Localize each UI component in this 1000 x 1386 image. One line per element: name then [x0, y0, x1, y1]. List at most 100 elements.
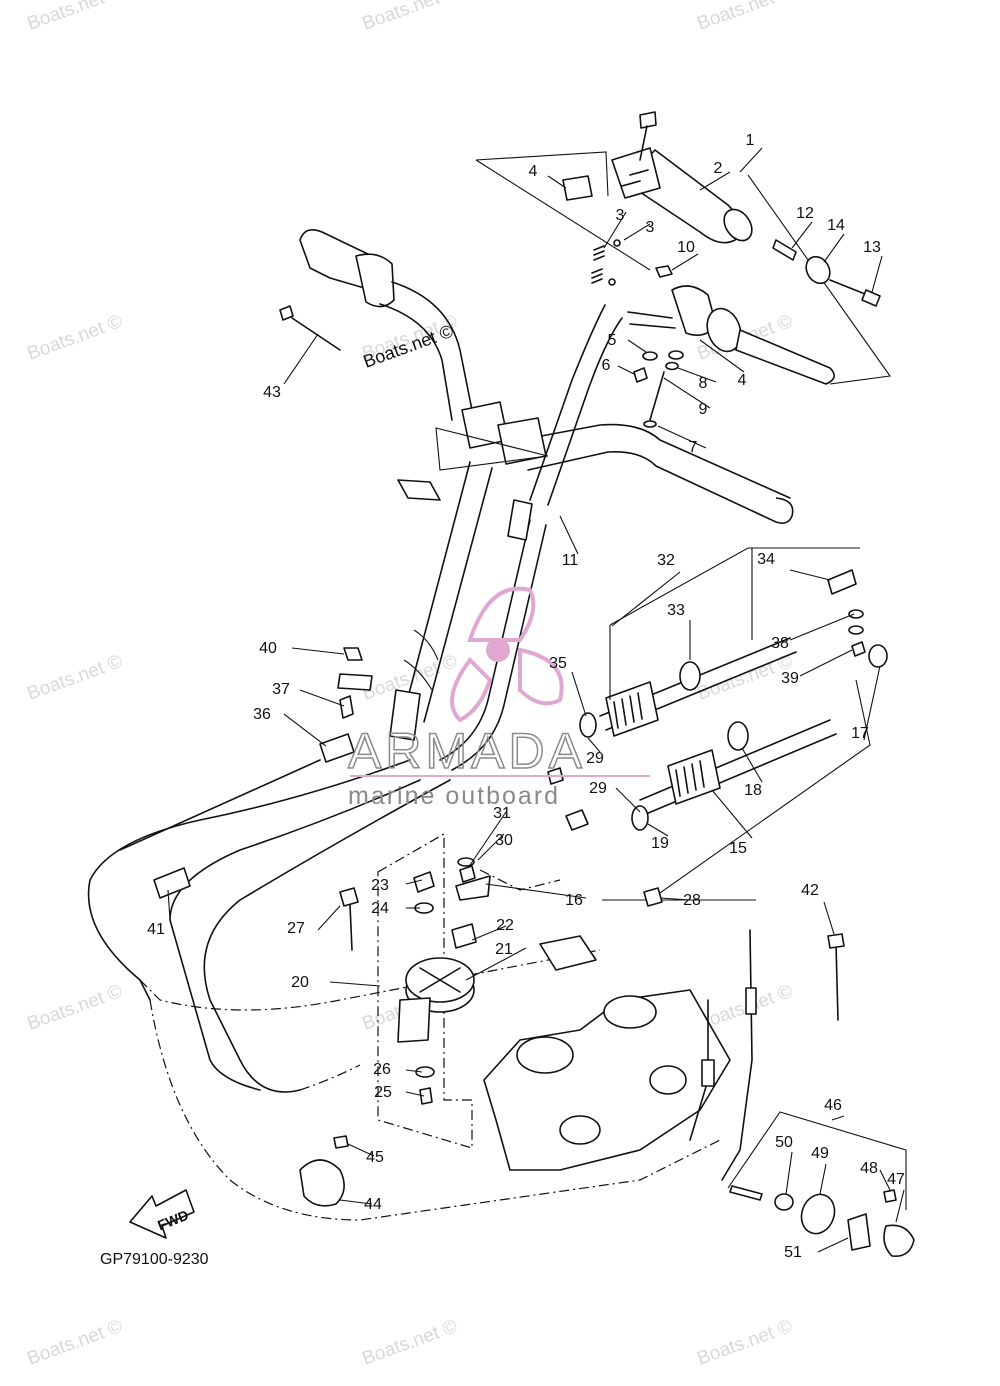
leader-line	[879, 1169, 891, 1191]
fastener-parts	[633, 350, 684, 428]
cable-routing	[337, 461, 547, 771]
leader-line	[547, 175, 567, 189]
callout-number-17: 17	[851, 725, 869, 742]
callout-number-36: 36	[253, 706, 271, 723]
callout-number-39: 39	[781, 670, 799, 687]
callout-number-20: 20	[291, 974, 309, 991]
fwd-arrow: FWD	[129, 1189, 195, 1239]
leader-line	[677, 367, 717, 383]
leader-line	[283, 713, 327, 747]
callout-number-47: 47	[887, 1171, 905, 1188]
springs-balls-parts	[591, 239, 673, 286]
callout-number-48: 48	[860, 1160, 878, 1177]
leader-line	[895, 1189, 905, 1223]
watermark-text: Boats.net ©	[25, 651, 126, 705]
callout-number-13: 13	[863, 239, 881, 256]
callout-number-35: 35	[549, 655, 567, 672]
leader-line	[799, 649, 853, 677]
callout-number-4: 4	[738, 372, 747, 389]
callout-number-49: 49	[811, 1145, 829, 1162]
callout-leader-lines	[167, 147, 905, 1253]
callout-number-18: 18	[744, 782, 762, 799]
callout-number-51: 51	[784, 1244, 802, 1261]
logo-name: ARMADA	[348, 723, 586, 779]
leader-line	[291, 647, 345, 655]
leader-line	[789, 613, 855, 641]
callout-number-6: 6	[602, 357, 611, 374]
leader-line	[339, 1199, 373, 1205]
leader-line	[785, 1151, 793, 1195]
callout-number-1: 1	[746, 132, 755, 149]
callout-number-38: 38	[771, 635, 789, 652]
callout-number-27: 27	[287, 920, 305, 937]
callout-number-29: 29	[586, 750, 604, 767]
leader-line	[611, 571, 681, 627]
grip-screw-part	[639, 111, 657, 161]
callout-number-2: 2	[714, 160, 723, 177]
leader-line	[299, 689, 345, 707]
callout-number-22: 22	[496, 917, 514, 934]
leader-line	[739, 147, 763, 173]
leader-line	[871, 255, 883, 293]
leader-line	[587, 737, 601, 753]
leader-line	[671, 253, 699, 271]
throttle-grip-part	[611, 147, 753, 244]
throttle-pulley-assembly	[377, 832, 477, 1149]
leader-line	[405, 1069, 423, 1073]
cable-end-parts	[119, 647, 363, 899]
handlebar-part	[299, 229, 794, 524]
callout-number-10: 10	[677, 239, 695, 256]
watermark-text: Boats.net ©	[360, 1316, 461, 1370]
callout-number-14: 14	[827, 217, 845, 234]
leader-line	[471, 925, 507, 941]
leader-line	[647, 823, 669, 837]
callout-number-23: 23	[371, 877, 389, 894]
callout-number-12: 12	[796, 205, 814, 222]
routing-lines	[87, 759, 721, 1221]
callout-number-29: 29	[589, 780, 607, 797]
leader-line	[659, 897, 691, 901]
callout-number-44: 44	[364, 1196, 382, 1213]
callout-number-24: 24	[371, 900, 389, 917]
leader-line	[863, 665, 881, 741]
callout-number-9: 9	[699, 401, 708, 418]
watermark-text: Boats.net ©	[25, 981, 126, 1035]
callout-number-28: 28	[683, 892, 701, 909]
leader-line	[831, 1115, 845, 1121]
watermark-text: Boats.net ©	[25, 0, 126, 35]
callout-number-30: 30	[495, 832, 513, 849]
callout-number-45: 45	[366, 1149, 384, 1166]
diagram-code: GP79100-9230	[100, 1251, 209, 1268]
callout-number-42: 42	[801, 882, 819, 899]
callout-number-26: 26	[373, 1061, 391, 1078]
bracket-parts	[339, 767, 663, 971]
callout-number-50: 50	[775, 1134, 793, 1151]
callout-number-5: 5	[608, 332, 617, 349]
callout-number-15: 15	[729, 840, 747, 857]
handlebar-grip-frame	[475, 151, 891, 385]
watermark-text: Boats.net ©	[695, 1316, 796, 1370]
callout-number-41: 41	[147, 921, 165, 938]
leader-line	[663, 377, 711, 409]
leader-line	[477, 833, 505, 861]
callout-number-31: 31	[493, 805, 511, 822]
leader-line	[467, 811, 507, 869]
leader-line	[317, 905, 341, 931]
callout-number-37: 37	[272, 681, 290, 698]
callout-number-46: 46	[824, 1097, 842, 1114]
callout-number-25: 25	[374, 1084, 392, 1101]
leader-line	[167, 889, 171, 921]
leader-line	[615, 787, 641, 813]
bar-end-parts	[772, 239, 881, 307]
callout-number-33: 33	[667, 602, 685, 619]
leader-line	[617, 365, 635, 375]
leader-line	[699, 339, 745, 373]
armada-logo: ARMADA marine outboard	[347, 586, 650, 810]
callout-numbers: 1233445678910111213141516171819202122232…	[147, 132, 905, 1261]
leader-line	[485, 883, 587, 899]
callout-number-4: 4	[529, 163, 538, 180]
callout-number-40: 40	[259, 640, 277, 657]
logo-tagline: marine outboard	[348, 782, 560, 810]
